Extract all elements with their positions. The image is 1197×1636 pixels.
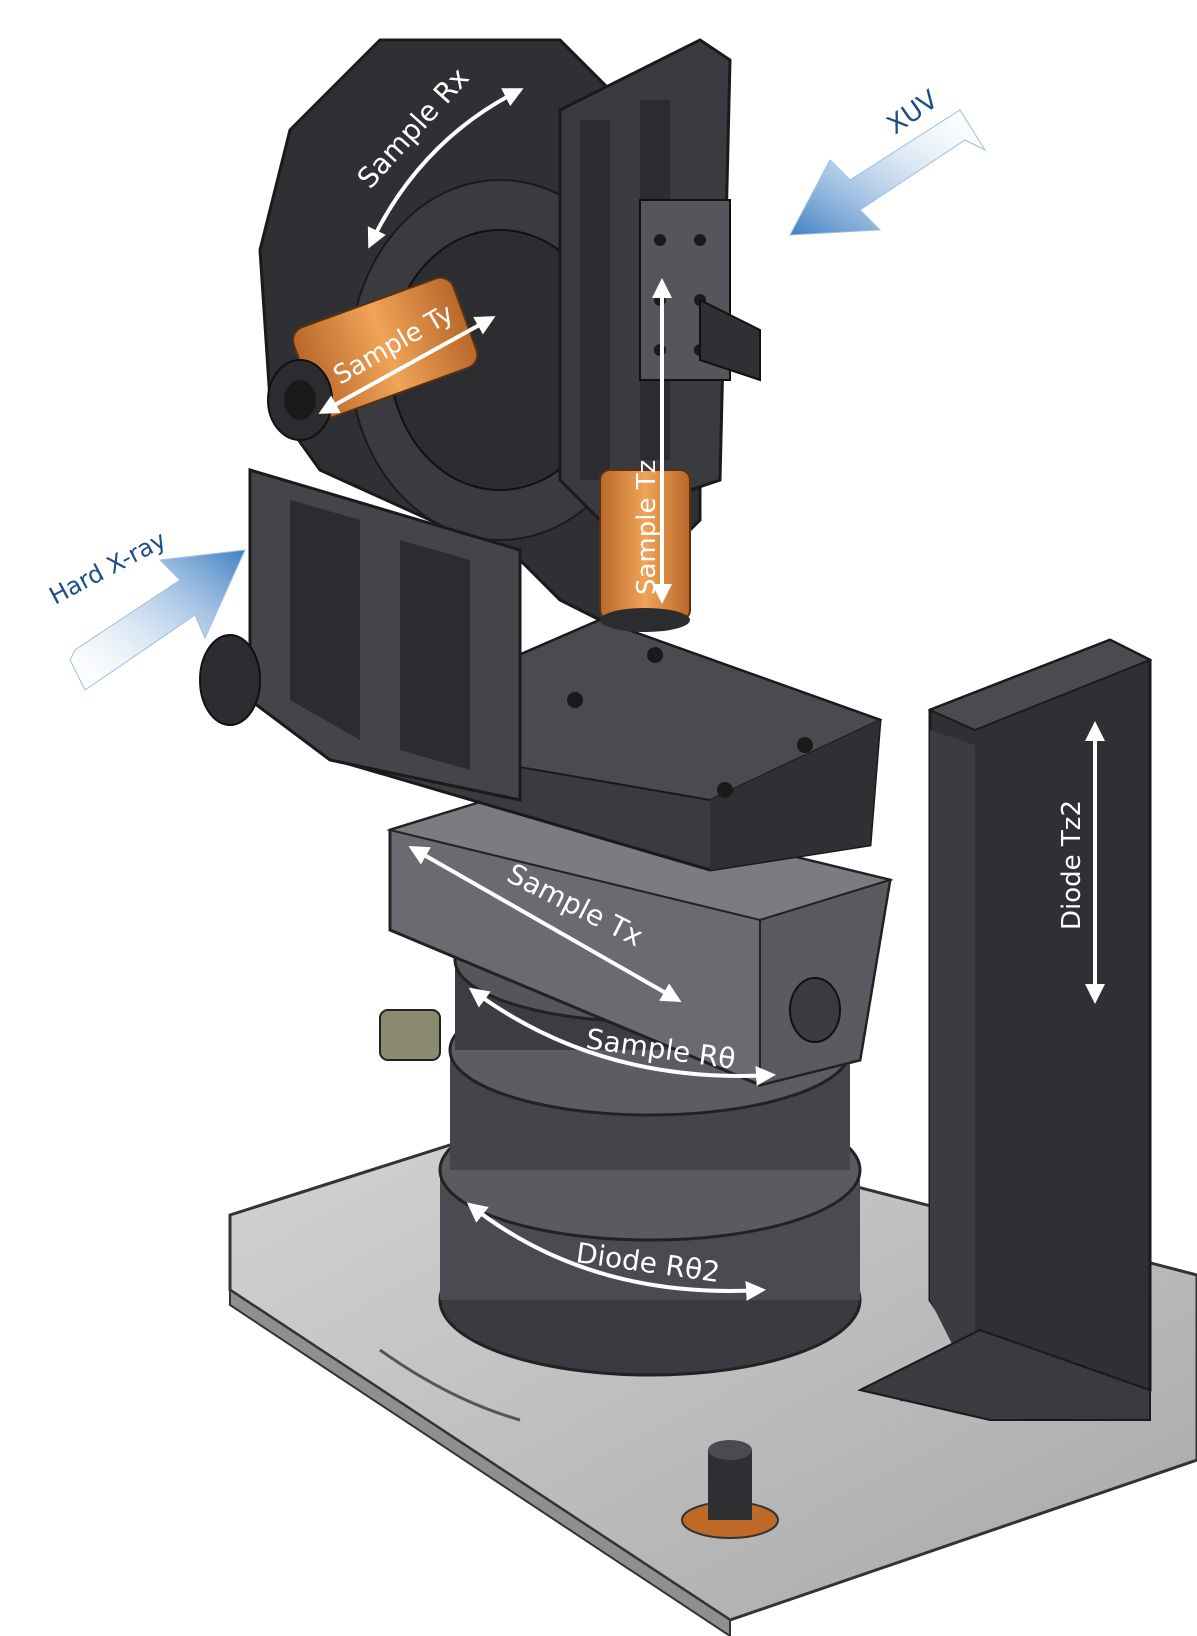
support-frame bbox=[199, 467, 522, 802]
sample-rx-arrow bbox=[367, 88, 524, 249]
motion-arrows bbox=[318, 88, 1105, 1301]
sample-tz-label: Sample Tz bbox=[632, 460, 662, 595]
sample-tz-rail bbox=[558, 38, 761, 522]
diode-rtheta2-arrow bbox=[466, 1202, 766, 1301]
side-knob bbox=[379, 1009, 441, 1061]
sample-rtheta-arrow bbox=[468, 987, 776, 1086]
diode-tz2-label: Diode Tz2 bbox=[1057, 800, 1087, 930]
leveling-foot bbox=[681, 1440, 779, 1539]
sample-ty-arrow bbox=[318, 316, 496, 414]
xuv-beam-arrow: XUV bbox=[789, 85, 987, 236]
sample-tx-arrow bbox=[408, 846, 682, 1002]
hard-xray-label: Hard X-ray bbox=[45, 526, 171, 611]
